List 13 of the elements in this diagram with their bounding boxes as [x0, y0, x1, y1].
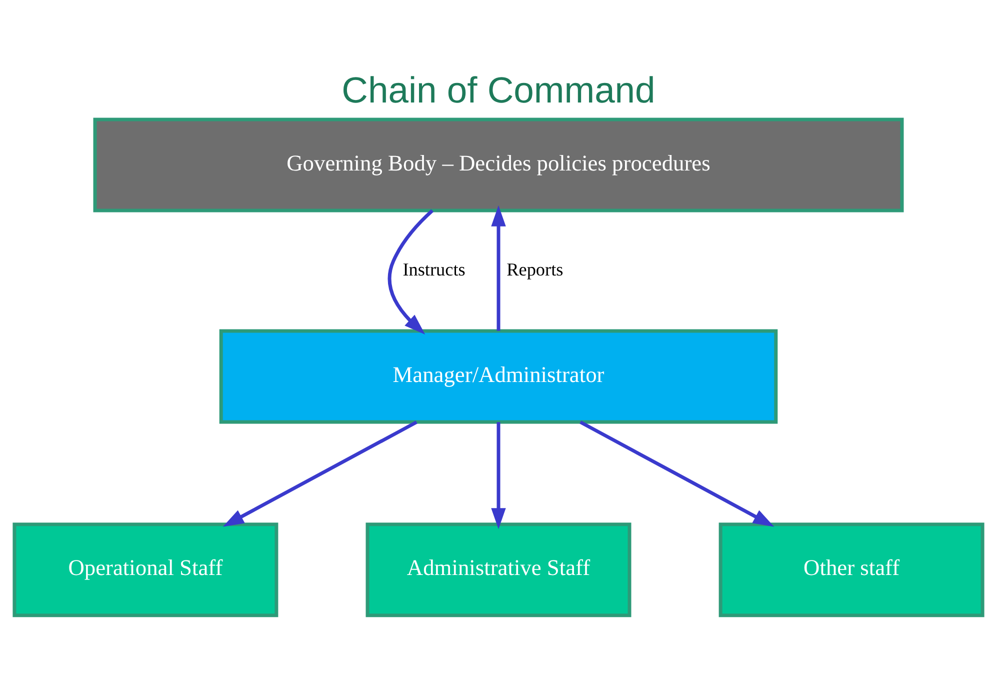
- arrow: [580, 420, 774, 526]
- node-box: Administrative Staff: [366, 522, 632, 617]
- arrow: [388, 208, 434, 334]
- edge-label: Instructs: [402, 259, 466, 280]
- node-box: Governing Body – Decides policies procedures: [93, 117, 904, 212]
- edge-label: Reports: [506, 259, 564, 280]
- arrow: [491, 422, 506, 529]
- node-box: Other staff: [718, 522, 984, 617]
- node-box: Operational Staff: [12, 522, 278, 617]
- arrow: [491, 204, 506, 330]
- node-box: Manager/Administrator: [219, 328, 778, 424]
- diagram-title: Chain of Command: [342, 68, 656, 110]
- arrow: [222, 420, 418, 526]
